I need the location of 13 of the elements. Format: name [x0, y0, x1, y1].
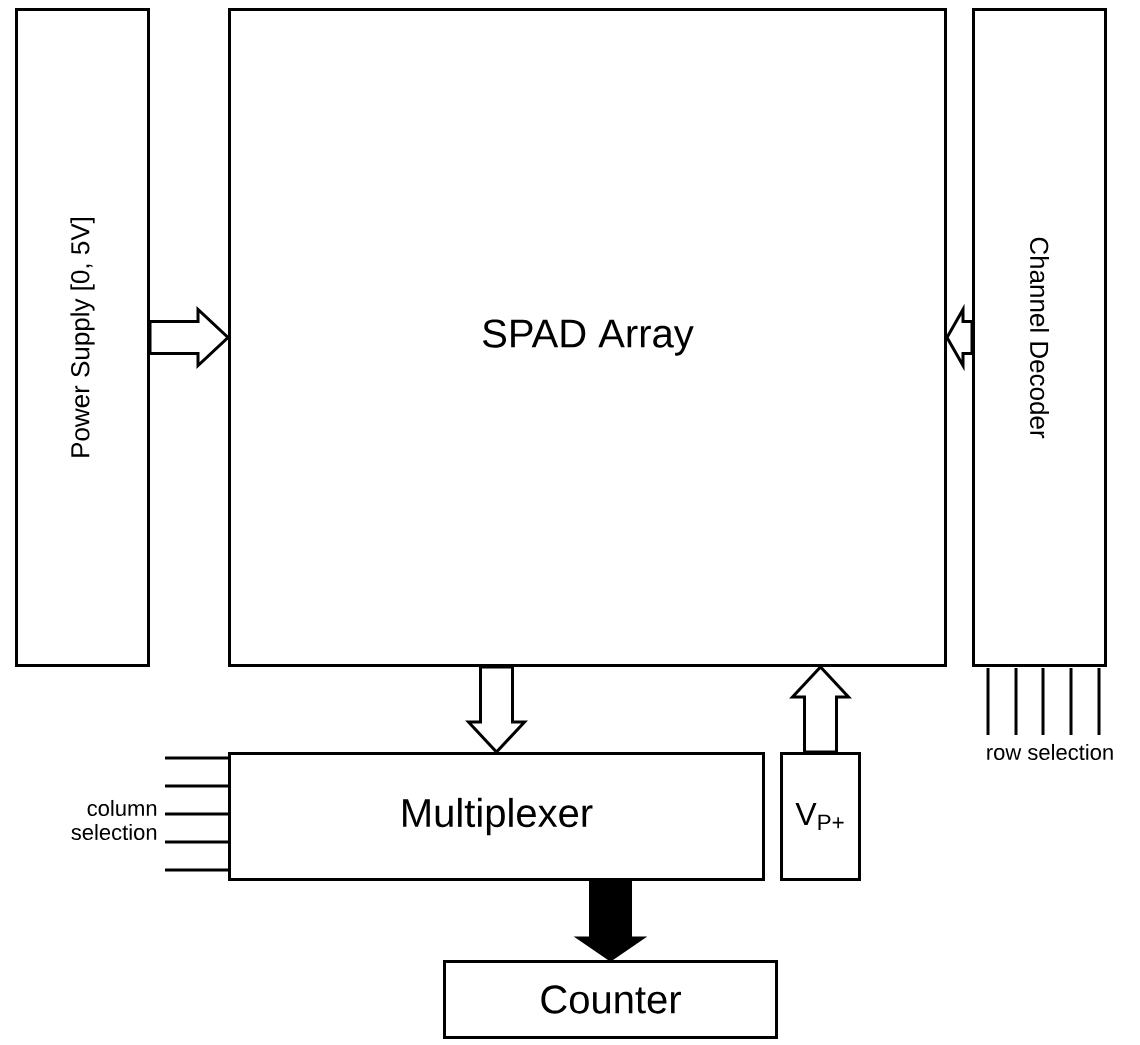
block-box: Multiplexer: [228, 752, 765, 881]
block-arrow: [573, 879, 648, 962]
block-arrow: [789, 664, 852, 754]
block-box: Channel Decoder: [972, 8, 1107, 667]
block-box: V$_{P+}$: [780, 752, 861, 881]
block-arrow: [465, 665, 528, 755]
block-box: SPAD Array: [228, 8, 947, 667]
block-arrow: [945, 303, 974, 372]
block-box: Counter: [443, 960, 778, 1039]
block-box: Power Supply [0, 5V]: [15, 8, 150, 667]
signal-label: row selection: [987, 743, 1113, 761]
block-arrow: [148, 306, 231, 369]
signal-label: column selection: [71, 799, 157, 841]
